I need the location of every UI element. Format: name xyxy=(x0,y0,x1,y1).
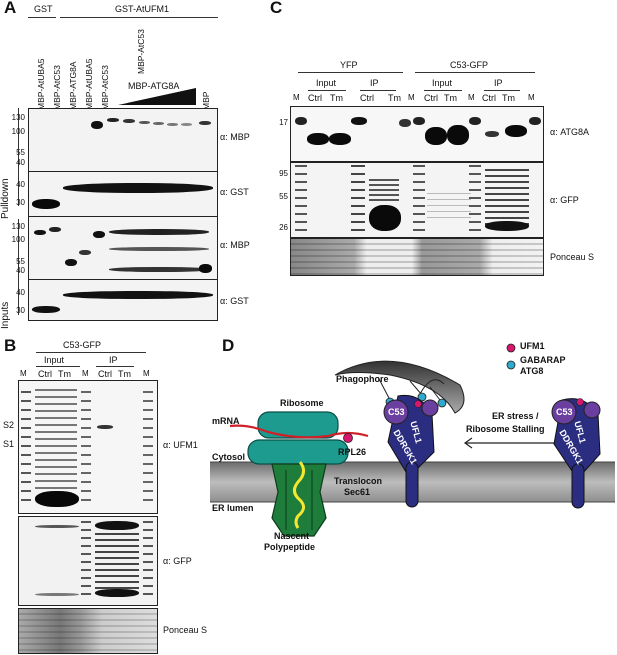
construct-b: C53-GFP xyxy=(63,340,102,350)
antibody-a-1: α: MBP xyxy=(220,132,250,142)
lane-label-1: MBP-AtUBA5 xyxy=(36,58,46,111)
label-ribosome-stalling: Ribosome Stalling xyxy=(466,424,545,434)
label-nascent: Nascent xyxy=(274,531,310,541)
nascent-polypeptide-shape xyxy=(293,461,305,529)
lane-label-3: MBP-ATG8A xyxy=(68,61,78,111)
blot-a-inputs-gst xyxy=(28,279,218,321)
antibody-c-3: Ponceau S xyxy=(550,252,595,262)
label-polypeptide: Polypeptide xyxy=(264,542,316,552)
header-gst: GST xyxy=(34,4,53,14)
antibody-b-2: α: GFP xyxy=(163,556,192,566)
label-ribosome: Ribosome xyxy=(280,398,324,408)
lane-label-4: MBP-AtUBA5 xyxy=(84,58,94,111)
label-mrna: mRNA xyxy=(212,416,240,426)
ip-label-b: IP xyxy=(109,355,118,365)
lane-label-c53: MBP-AtC53 xyxy=(136,29,146,74)
blot-b-ponceau xyxy=(18,608,158,654)
ufl1-complex-active xyxy=(383,379,445,508)
group-yfp: YFP xyxy=(340,60,358,70)
antibody-a-4: α: GST xyxy=(220,296,249,306)
panel-label-c: C xyxy=(270,0,283,17)
phagophore-shape xyxy=(334,360,465,414)
input-label-b: Input xyxy=(44,355,65,365)
group-c53-gfp: C53-GFP xyxy=(450,60,489,70)
label-sec61: Sec61 xyxy=(344,487,371,497)
atg8-legend-icon xyxy=(506,360,516,370)
marker-s1: S1 xyxy=(3,439,15,449)
label-c53-inactive: C53 xyxy=(556,407,573,417)
panel-label-d: D xyxy=(222,336,235,355)
legend-atg8: ATG8 xyxy=(520,366,544,376)
lane-label-2: MBP-AtC53 xyxy=(52,65,62,110)
lane-label-5: MBP-AtC53 xyxy=(100,65,110,110)
marker-s2: S2 xyxy=(3,420,15,430)
ribosome-shape xyxy=(247,411,349,465)
antibody-c-2: α: GFP xyxy=(550,195,579,205)
antibody-b-3: Ponceau S xyxy=(163,625,208,635)
label-c53-active: C53 xyxy=(388,407,405,417)
label-phagophore: Phagophore xyxy=(336,374,389,384)
header-gst-ufm1: GST-AtUFM1 xyxy=(115,4,170,14)
antibody-b-1: α: UFM1 xyxy=(163,440,198,450)
titration-wedge xyxy=(118,88,196,105)
ufm1-legend-icon xyxy=(506,343,516,353)
header-gst-ufm1-line xyxy=(60,17,218,18)
label-er-lumen: ER lumen xyxy=(212,503,254,513)
panel-label-b: B xyxy=(4,336,17,355)
blot-a-inputs-mbp xyxy=(28,216,218,280)
blot-a-pulldown-mbp xyxy=(28,108,218,172)
legend-ufm1: UFM1 xyxy=(520,341,545,351)
antibody-a-3: α: MBP xyxy=(220,240,250,250)
legend-gabarap: GABARAP xyxy=(520,355,566,365)
label-er-stress: ER stress / xyxy=(492,411,539,421)
mrna-strand xyxy=(229,424,369,439)
header-gst-line xyxy=(28,17,56,18)
blot-c-gfp xyxy=(290,162,544,238)
label-translocon: Translocon xyxy=(334,476,383,486)
panel-label-a: A xyxy=(4,0,17,17)
blot-c-ponceau xyxy=(290,238,544,276)
label-cytosol: Cytosol xyxy=(212,452,246,462)
label-rpl26: RPL26 xyxy=(338,447,367,457)
blot-b-gfp xyxy=(18,516,158,606)
ufl1-complex-inactive xyxy=(551,398,601,509)
blot-a-pulldown-gst xyxy=(28,171,218,217)
arrow-left-icon xyxy=(463,437,560,449)
blot-b-ufm1 xyxy=(18,380,158,514)
ufm1-rpl26-icon xyxy=(343,433,353,443)
lane-label-atg8a-titration: MBP-ATG8A xyxy=(128,81,180,91)
antibody-a-2: α: GST xyxy=(220,187,249,197)
antibody-c-1: α: ATG8A xyxy=(550,127,590,137)
blot-c-atg8a xyxy=(290,106,544,162)
